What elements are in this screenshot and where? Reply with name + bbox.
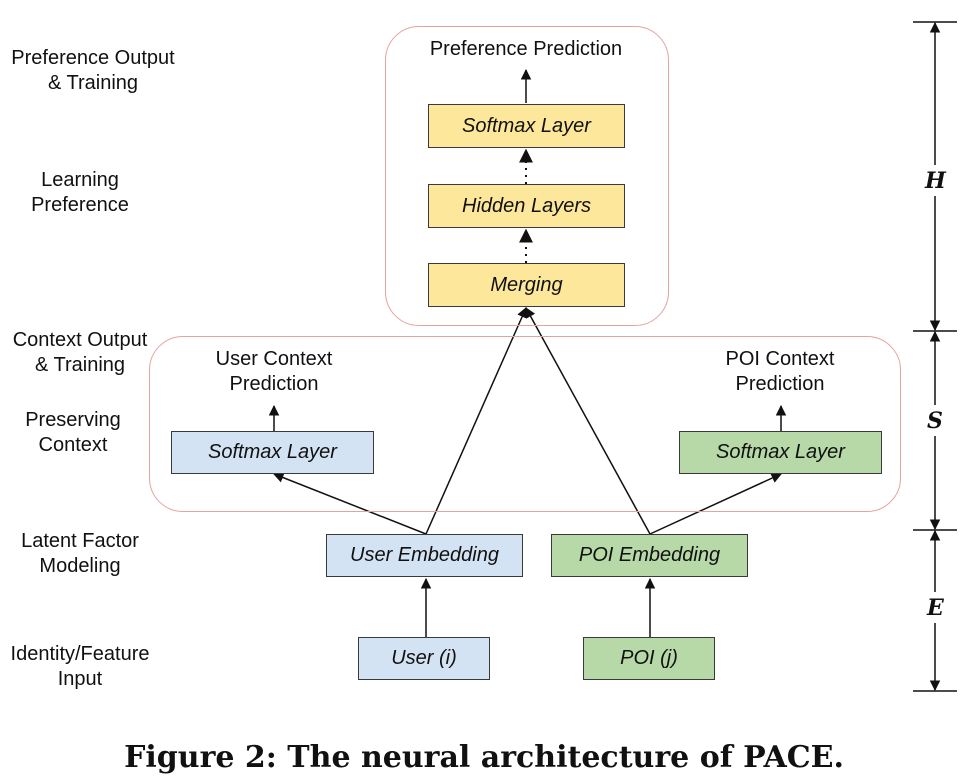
preference-softmax-layer: Softmax Layer — [428, 104, 625, 148]
scale-label-h: H — [922, 166, 949, 196]
label-context-output-training: Context Output & Training — [12, 329, 148, 376]
scale-label-e: E — [924, 593, 947, 623]
hidden-layers-box: Hidden Layers — [428, 184, 625, 228]
label-preference-output-training: Preference Output & Training — [11, 47, 175, 94]
arrow-poi-embedding-to-merging — [525, 307, 651, 535]
scale-label-s: S — [924, 406, 946, 436]
preference-prediction-label: Preference Prediction — [429, 38, 623, 60]
user-context-softmax-layer: Softmax Layer — [171, 431, 374, 474]
arrow-user-embedding-to-merging — [425, 307, 527, 535]
poi-input-box: POI (j) — [583, 637, 715, 680]
label-latent-factor-modeling: Latent Factor Modeling — [21, 530, 139, 577]
label-preserving-context: Preserving Context — [25, 409, 121, 456]
poi-context-softmax-layer: Softmax Layer — [679, 431, 882, 474]
label-identity-feature-input: Identity/Feature Input — [10, 643, 150, 690]
user-context-prediction-label: User Context Prediction — [215, 348, 333, 395]
context-region — [149, 336, 901, 512]
arrow-poi-embedding-to-softmax — [649, 473, 782, 535]
poi-context-prediction-label: POI Context Prediction — [725, 348, 835, 395]
user-input-box: User (i) — [358, 637, 490, 680]
figure-caption: Figure 2: The neural architecture of PAC… — [124, 740, 844, 775]
merging-box: Merging — [428, 263, 625, 307]
preference-region — [385, 26, 669, 326]
poi-embedding-box: POI Embedding — [551, 534, 748, 577]
arrow-user-embedding-to-softmax — [273, 472, 427, 535]
user-embedding-box: User Embedding — [326, 534, 523, 577]
label-learning-preference: Learning Preference — [31, 169, 129, 216]
